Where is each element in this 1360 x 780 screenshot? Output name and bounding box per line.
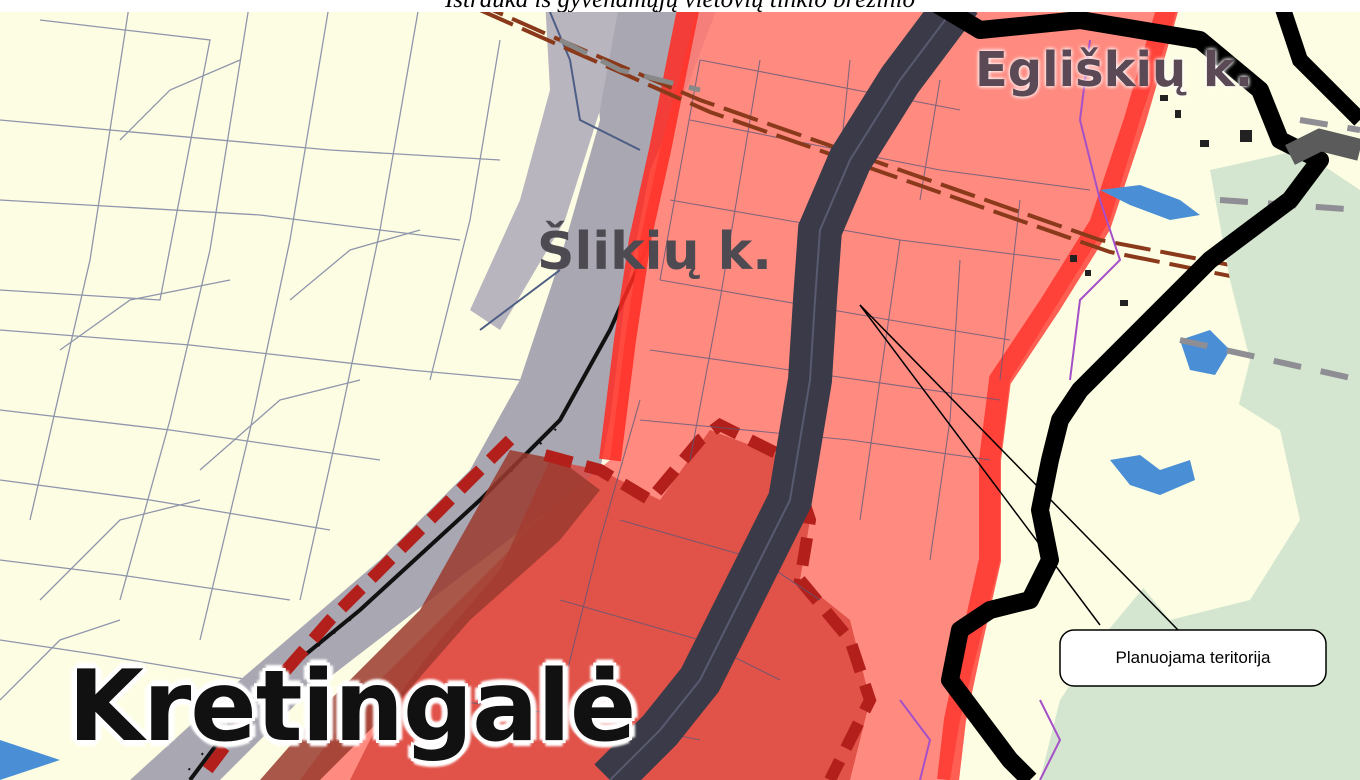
place-label-kretingale: Kretingalė (68, 650, 636, 764)
callout-label: Planuojama teritorija (1115, 648, 1271, 667)
power-lines (469, 0, 1360, 304)
planned-zone-outline-east (937, 0, 1181, 780)
water-bodies (1100, 185, 1230, 495)
cadastral-parcels-west (0, 0, 521, 701)
callout-leaders (859, 304, 1181, 633)
callout-box (1059, 629, 1327, 687)
settlement-zone-dark (260, 450, 600, 780)
gas-line-dashed (558, 37, 701, 93)
river-lines (479, 0, 641, 331)
municipality-boundary-north (1272, 0, 1360, 126)
open-land-east (1100, 380, 1300, 620)
planned-zone-outline (599, 0, 701, 462)
protection-zone-gray-north (470, 0, 620, 330)
place-label-slikiu: Šlikių k. (537, 222, 772, 282)
map-caption: Ištrauka iš gyvenamųjų vietovių tinklo b… (0, 0, 1360, 12)
forest-area (1040, 150, 1360, 780)
west-edge-water (0, 740, 60, 780)
railway-line (179, 239, 652, 780)
municipality-boundary-corner (1285, 128, 1360, 165)
place-label-egliskiu: Egliškių k. (975, 42, 1254, 98)
main-road-centerline (609, 0, 961, 780)
buildings (1070, 95, 1252, 306)
municipality-boundary (925, 0, 1329, 780)
settlement-zone (350, 430, 870, 780)
stream-lines (899, 39, 1122, 780)
